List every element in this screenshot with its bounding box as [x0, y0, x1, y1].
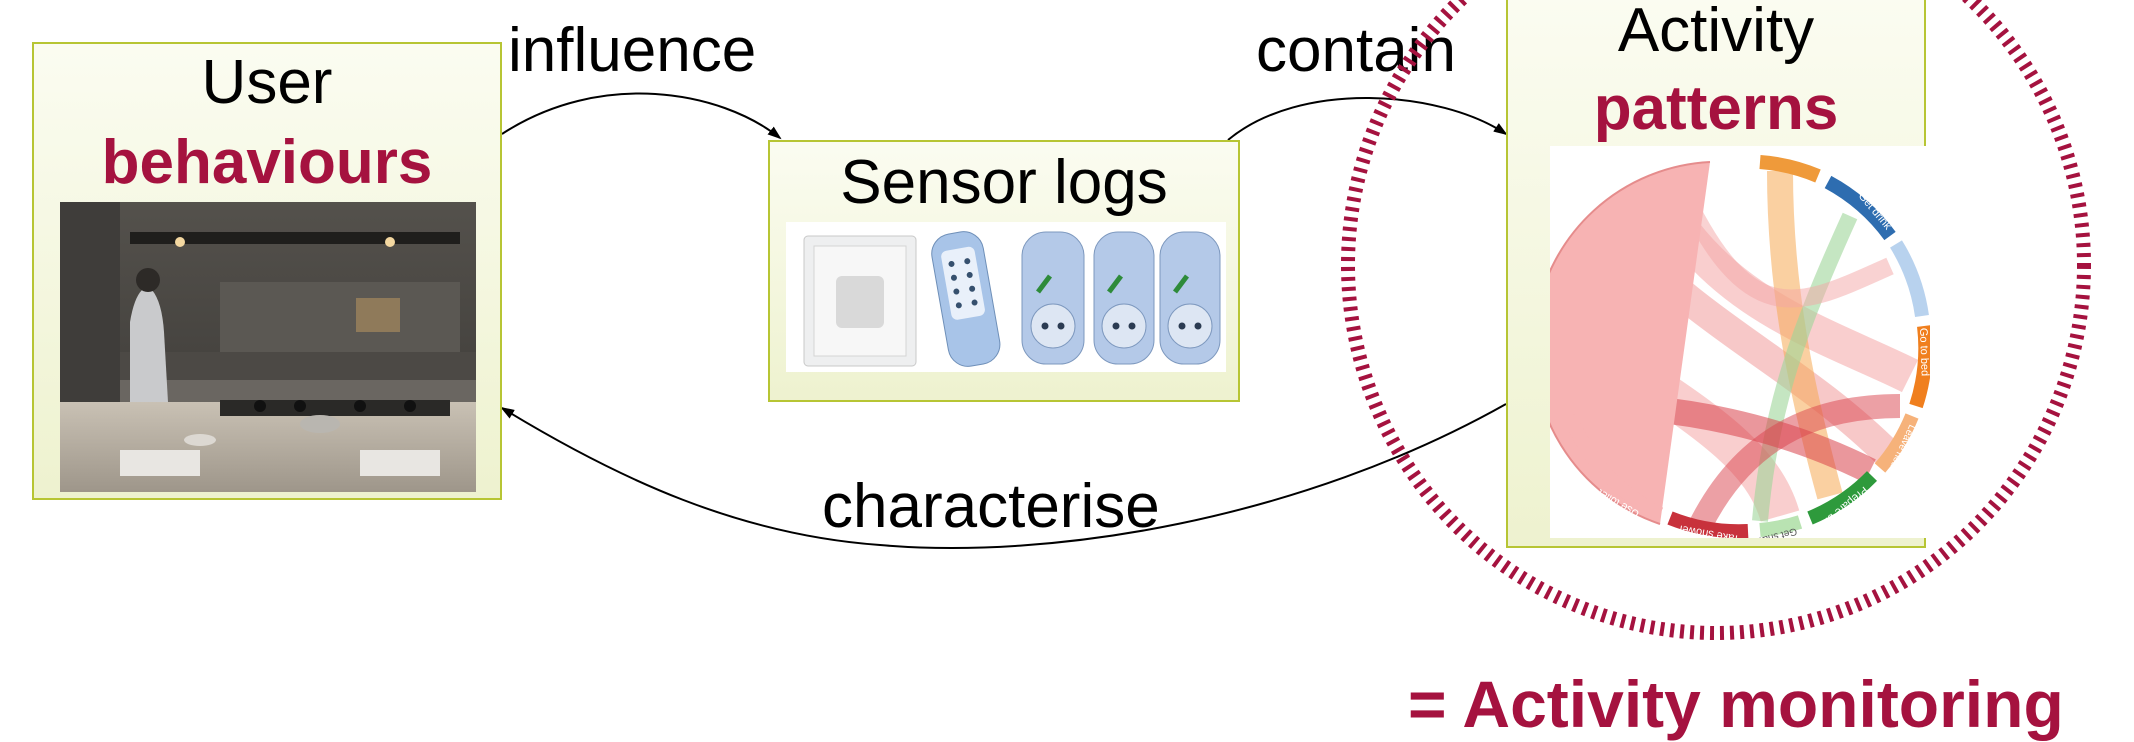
influence-arrow: [501, 92, 782, 140]
chord-label: Go to bed: [1917, 328, 1930, 377]
behaviours-label: behaviours: [101, 128, 433, 197]
characterise-label: characterise: [822, 472, 1160, 541]
smart-plug-icon: [1159, 231, 1221, 365]
smart-plug-icon: [1021, 231, 1085, 365]
characterise-arrow: [500, 403, 1507, 549]
activity-monitoring-label: = Activity monitoring: [1408, 667, 2064, 741]
smart-plug-icon: [1093, 231, 1155, 365]
remote-control-icon: [931, 231, 1001, 367]
user-behaviours-node: User behaviours: [32, 42, 502, 500]
user-label: User: [201, 48, 333, 117]
influence-label: influence: [508, 16, 757, 85]
contain-label: contain: [1256, 16, 1456, 85]
chord-diagram: Brush teeth Get drink Go to bed Leave ho…: [1550, 146, 1930, 538]
sensor-devices-image: [786, 222, 1226, 372]
contain-arrow: [1227, 97, 1508, 141]
sensor-logs-label: Sensor logs: [840, 148, 1168, 217]
sensor-logs-node: Sensor logs: [768, 140, 1240, 402]
activity-label: Activity: [1617, 0, 1815, 65]
kitchen-photo: [60, 202, 476, 492]
patterns-label: patterns: [1593, 74, 1839, 143]
activity-patterns-node: Activity patterns Brush t: [1506, 0, 1930, 548]
motion-sensor-icon: [803, 235, 917, 367]
